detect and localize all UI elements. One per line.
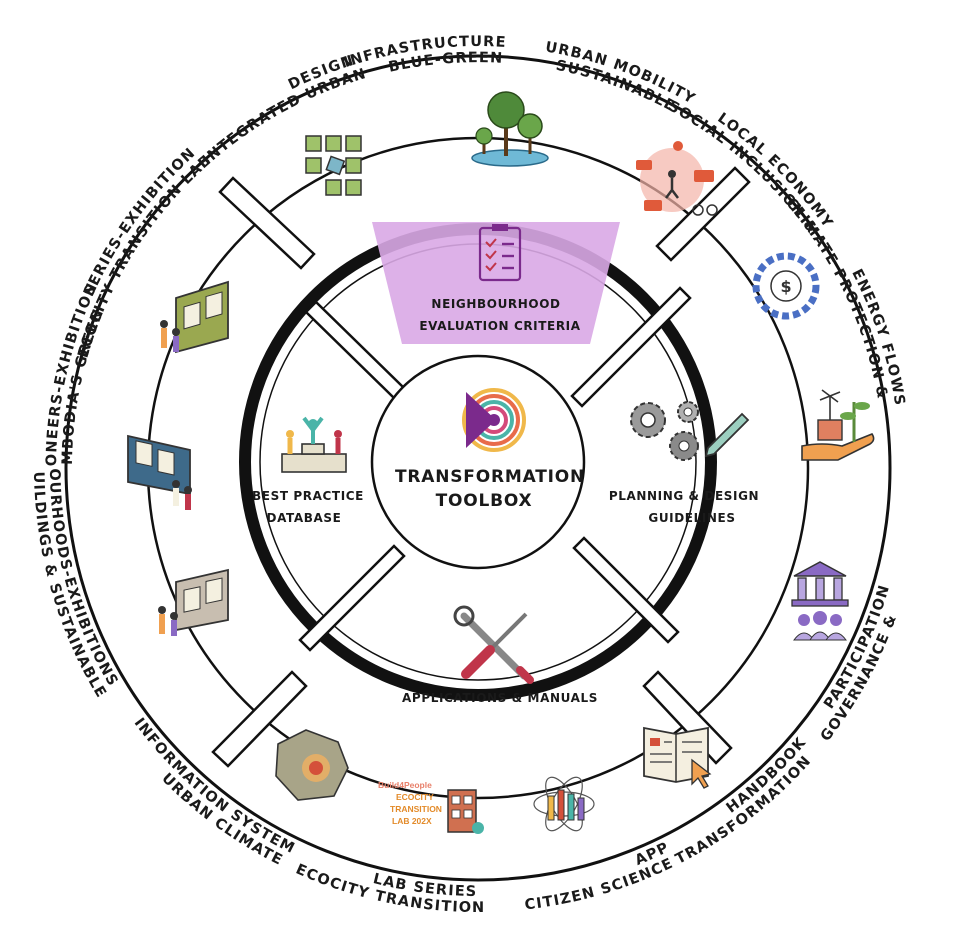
wrench-screwdriver-icon (453, 605, 534, 684)
exhibition-board-blue-icon (127, 434, 192, 510)
badge-line3: TRANSITION (390, 804, 442, 814)
map-icon (275, 729, 349, 801)
center-title-line2: TOOLBOX (436, 491, 533, 511)
badge-line1: Build4People (378, 780, 432, 790)
gears-pencil-icon (630, 401, 750, 461)
dollar-circle-icon: $ (752, 252, 820, 320)
evaluation-label-line1: NEIGHBOURHOOD (431, 297, 560, 311)
evaluation-label-line2: EVALUATION CRITERIA (419, 319, 580, 333)
exhibition-board-grey-icon (158, 568, 229, 636)
badge-line2: ECOCITY (396, 792, 434, 802)
evaluation-highlight (372, 222, 620, 344)
hand-energy-icon (801, 389, 875, 461)
handbook-icon (643, 726, 712, 789)
inner-dividers (298, 286, 692, 652)
toolbox-logo-icon (462, 388, 526, 452)
building-badge-icon: Build4People ECOCITY TRANSITION LAB 202X (378, 780, 484, 834)
podium-icon (281, 416, 347, 473)
mobility-icon (636, 141, 718, 216)
best-practice-label-line1: BEST PRACTICE (252, 489, 364, 503)
best-practice-label-line2: DATABASE (267, 511, 342, 525)
trees-water-icon (471, 91, 549, 167)
applications-label: APPLICATIONS & MANUALS (402, 691, 598, 705)
exhibition-board-icon (160, 280, 229, 354)
checklist-icon (478, 224, 522, 282)
center-circle (370, 354, 586, 570)
outer-dividers (211, 166, 751, 768)
svg-text:$: $ (780, 277, 791, 296)
planning-label-line2: GUIDELINES (648, 511, 735, 525)
planning-label-line1: PLANNING & DESIGN (609, 489, 759, 503)
urban-grid-icon (305, 135, 362, 196)
badge-line4: LAB 202X (392, 816, 432, 826)
center-title-line1: TRANSFORMATION (395, 467, 585, 487)
citizen-hands-icon (533, 776, 595, 832)
institution-people-icon (791, 561, 849, 641)
